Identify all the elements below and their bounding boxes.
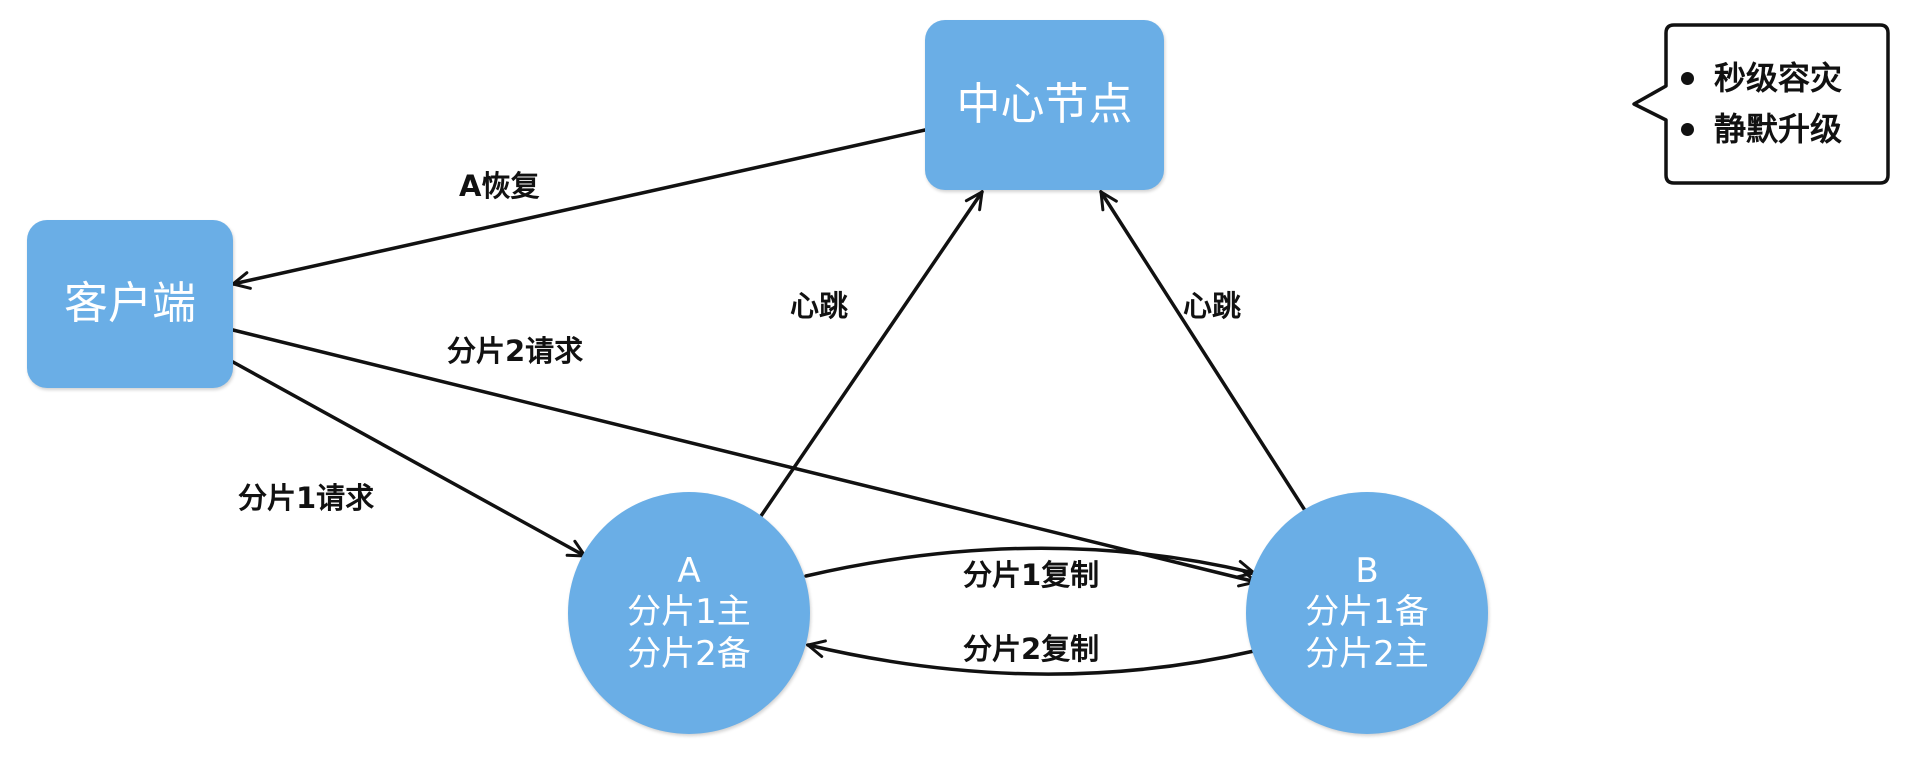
- callout-bubble: [1632, 23, 1890, 185]
- client-node: 客户端: [27, 220, 233, 388]
- center-node: 中心节点: [925, 20, 1164, 190]
- callout-item: 静默升级: [1665, 104, 1880, 155]
- label-shard2-replicate: 分片2复制: [963, 632, 1100, 666]
- edge-a-recover: [233, 128, 927, 284]
- edge-shard1-replicate: [804, 546, 1254, 576]
- node-a-shard2: 分片2备: [627, 633, 751, 674]
- callout-item-label: 静默升级: [1714, 110, 1843, 148]
- edge-heartbeat-a: [759, 192, 982, 518]
- client-node-title: 客户端: [64, 277, 196, 329]
- callout-item: 秒级容灾: [1665, 53, 1880, 104]
- node-a-shard1: 分片1主: [627, 592, 751, 633]
- center-node-title: 中心节点: [956, 78, 1133, 130]
- node-b-name: B: [1355, 550, 1379, 591]
- callout-item-label: 秒级容灾: [1714, 58, 1843, 97]
- label-shard1-replicate: 分片1复制: [963, 558, 1100, 592]
- label-shard1-request: 分片1请求: [238, 481, 375, 515]
- edge-shard1-request: [231, 360, 585, 558]
- label-shard2-request: 分片2请求: [447, 334, 584, 368]
- edge-heartbeat-b: [1101, 192, 1308, 514]
- edge-shard2-request: [231, 328, 1256, 582]
- callout-list: 秒级容灾 静默升级: [1665, 30, 1880, 178]
- node-a-name: A: [677, 550, 701, 591]
- node-b: B 分片1备 分片2主: [1246, 492, 1488, 734]
- edge-shard2-replicate: [808, 645, 1256, 676]
- node-a: A 分片1主 分片2备: [568, 492, 810, 734]
- node-b-shard2: 分片2主: [1305, 633, 1429, 674]
- node-b-shard1: 分片1备: [1305, 592, 1429, 633]
- bullet-icon: [1681, 71, 1694, 85]
- label-a-recover: A恢复: [459, 169, 540, 203]
- label-heartbeat-a: 心跳: [790, 289, 849, 323]
- label-heartbeat-b: 心跳: [1183, 289, 1242, 323]
- bullet-icon: [1681, 123, 1694, 137]
